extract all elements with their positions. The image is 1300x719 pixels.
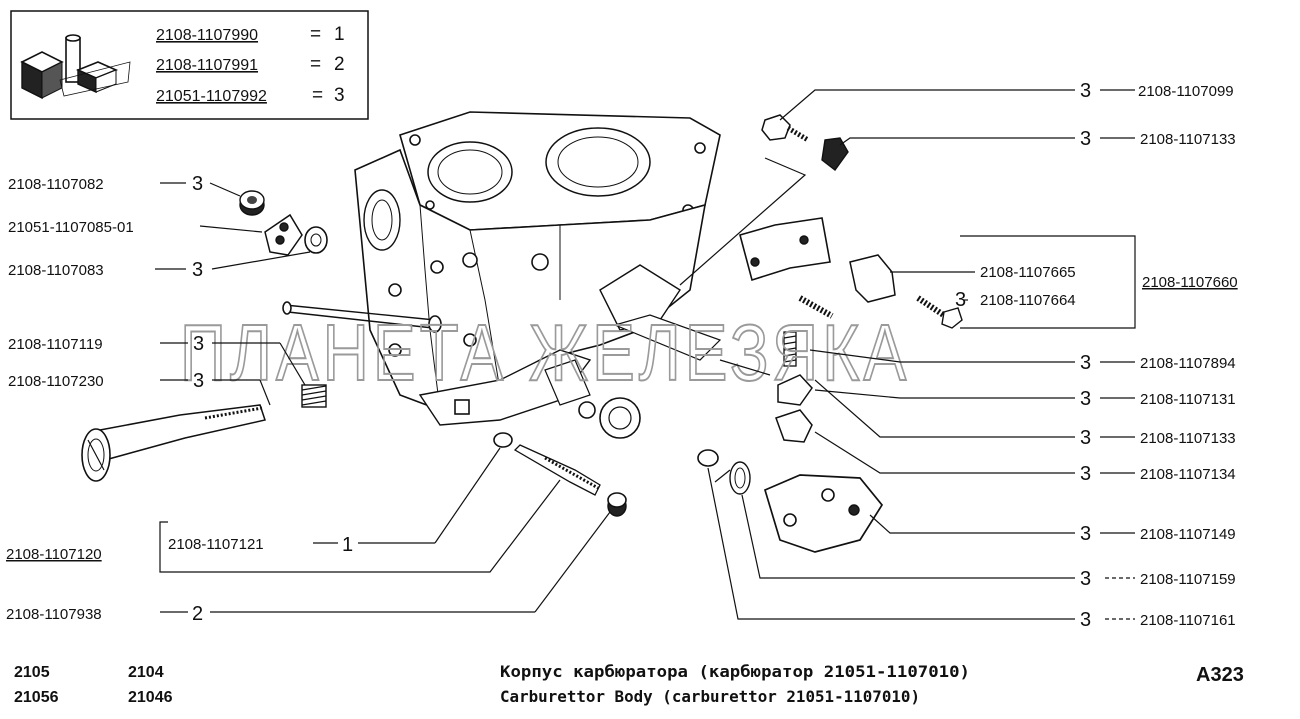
bolt-1107664 [798, 295, 963, 329]
qty-1107159: 3 [1080, 568, 1091, 590]
clamp-plate [849, 254, 896, 303]
right-leader-lines [679, 89, 1136, 620]
nut-1107082 [239, 190, 265, 216]
qty-1107099: 3 [1080, 80, 1091, 102]
label-1107099: 2108-1107099 [1138, 83, 1234, 100]
legend-sep-3: = [312, 85, 323, 106]
label-1107120: 2108-1107120 [6, 546, 102, 563]
spring-1107119 [301, 384, 327, 408]
clip-1107161 [697, 449, 719, 467]
qty-1107119: 3 [193, 333, 204, 355]
label-1107894: 2108-1107894 [1140, 355, 1236, 372]
label-1107133-a: 2108-1107133 [1140, 131, 1236, 148]
label-1107083: 2108-1107083 [8, 262, 104, 279]
lever-1107149 [763, 474, 884, 553]
legend-value-2: 2 [334, 54, 345, 75]
label-1107660: 2108-1107660 [1142, 274, 1238, 291]
qty-1107161: 3 [1080, 609, 1091, 631]
footer: 2105 2104 21056 21046 Корпус карбюратора… [14, 662, 1244, 706]
right-labels: 3 2108-1107099 3 2108-1107133 2108-11076… [955, 80, 1238, 631]
bushing-1107134 [775, 409, 813, 443]
label-1107159: 2108-1107159 [1140, 571, 1236, 588]
title-ru: Корпус карбюратора (карбюратор 21051-110… [500, 662, 970, 681]
qty-1107131: 3 [1080, 388, 1091, 410]
model-21046: 21046 [128, 689, 173, 706]
spring-1107894 [783, 331, 797, 367]
seal-1107121 [493, 432, 513, 448]
carburettor-body [282, 111, 722, 439]
qty-1107082: 3 [192, 173, 203, 195]
side-port [363, 189, 401, 251]
qty-1107083: 3 [192, 259, 203, 281]
qty-1107664: 3 [955, 289, 966, 311]
bushing-1107131 [777, 374, 813, 406]
throttle-ring [599, 397, 641, 439]
spring-1107159 [714, 461, 751, 495]
model-2105: 2105 [14, 664, 50, 681]
label-1107230: 2108-1107230 [8, 373, 104, 390]
label-1107938: 2108-1107938 [6, 606, 102, 623]
clip-1107133-top [821, 137, 849, 171]
label-1107665: 2108-1107665 [980, 264, 1076, 281]
label-1107149: 2108-1107149 [1140, 526, 1236, 543]
screw-1107938 [513, 444, 601, 496]
legend-code-2: 2108-1107991 [156, 57, 258, 74]
label-1107161: 2108-1107161 [1140, 612, 1236, 629]
legend-code-3: 21051-1107992 [156, 88, 267, 105]
qty-1107230: 3 [193, 370, 204, 392]
qty-1107149: 3 [1080, 523, 1091, 545]
legend-code-1: 2108-1107990 [156, 27, 258, 44]
qty-1107134: 3 [1080, 463, 1091, 485]
legend-box: 2108-1107990 = 1 2108-1107991 = 2 21051-… [10, 10, 369, 120]
label-1107134: 2108-1107134 [1140, 466, 1236, 483]
model-21056: 21056 [14, 689, 59, 706]
legend-value-3: 3 [334, 85, 345, 106]
screw-1107230 [81, 404, 266, 482]
label-1107082: 2108-1107082 [8, 176, 104, 193]
watermark: ПЛАНЕТА ЖЕЛЕЗЯКА [180, 308, 910, 397]
label-1107119: 2108-1107119 [8, 336, 103, 353]
legend-icon [20, 34, 131, 100]
cap-1107120 [607, 492, 627, 517]
small-parts [81, 114, 963, 553]
qty-1107133-a: 3 [1080, 128, 1091, 150]
throttle-lever [599, 264, 681, 331]
left-leader-lines [155, 182, 611, 613]
qty-1107121: 1 [342, 534, 353, 556]
bore-left [427, 141, 513, 203]
left-labels: 2108-1107082 3 21051-1107085-01 2108-110… [6, 173, 353, 625]
model-2104: 2104 [128, 664, 164, 681]
label-1107664: 2108-1107664 [980, 292, 1076, 309]
label-1107133-b: 2108-1107133 [1140, 430, 1236, 447]
qty-1107133-b: 3 [1080, 427, 1091, 449]
label-1107121: 2108-1107121 [168, 536, 264, 553]
label-1107131: 2108-1107131 [1140, 391, 1236, 408]
bore-right [545, 127, 651, 197]
title-en: Carburettor Body (carburettor 21051-1107… [500, 687, 920, 706]
legend-value-1: 1 [334, 24, 345, 45]
bracket-1107665 [739, 217, 831, 282]
plate-1107085 [264, 213, 303, 256]
qty-1107894: 3 [1080, 352, 1091, 374]
label-1107085: 21051-1107085-01 [8, 219, 134, 236]
legend-sep-2: = [310, 54, 321, 75]
qty-1107938: 2 [192, 603, 203, 625]
legend-sep-1: = [310, 24, 321, 45]
bolt-1107099 [761, 114, 810, 143]
sheet-number: A323 [1196, 664, 1244, 686]
